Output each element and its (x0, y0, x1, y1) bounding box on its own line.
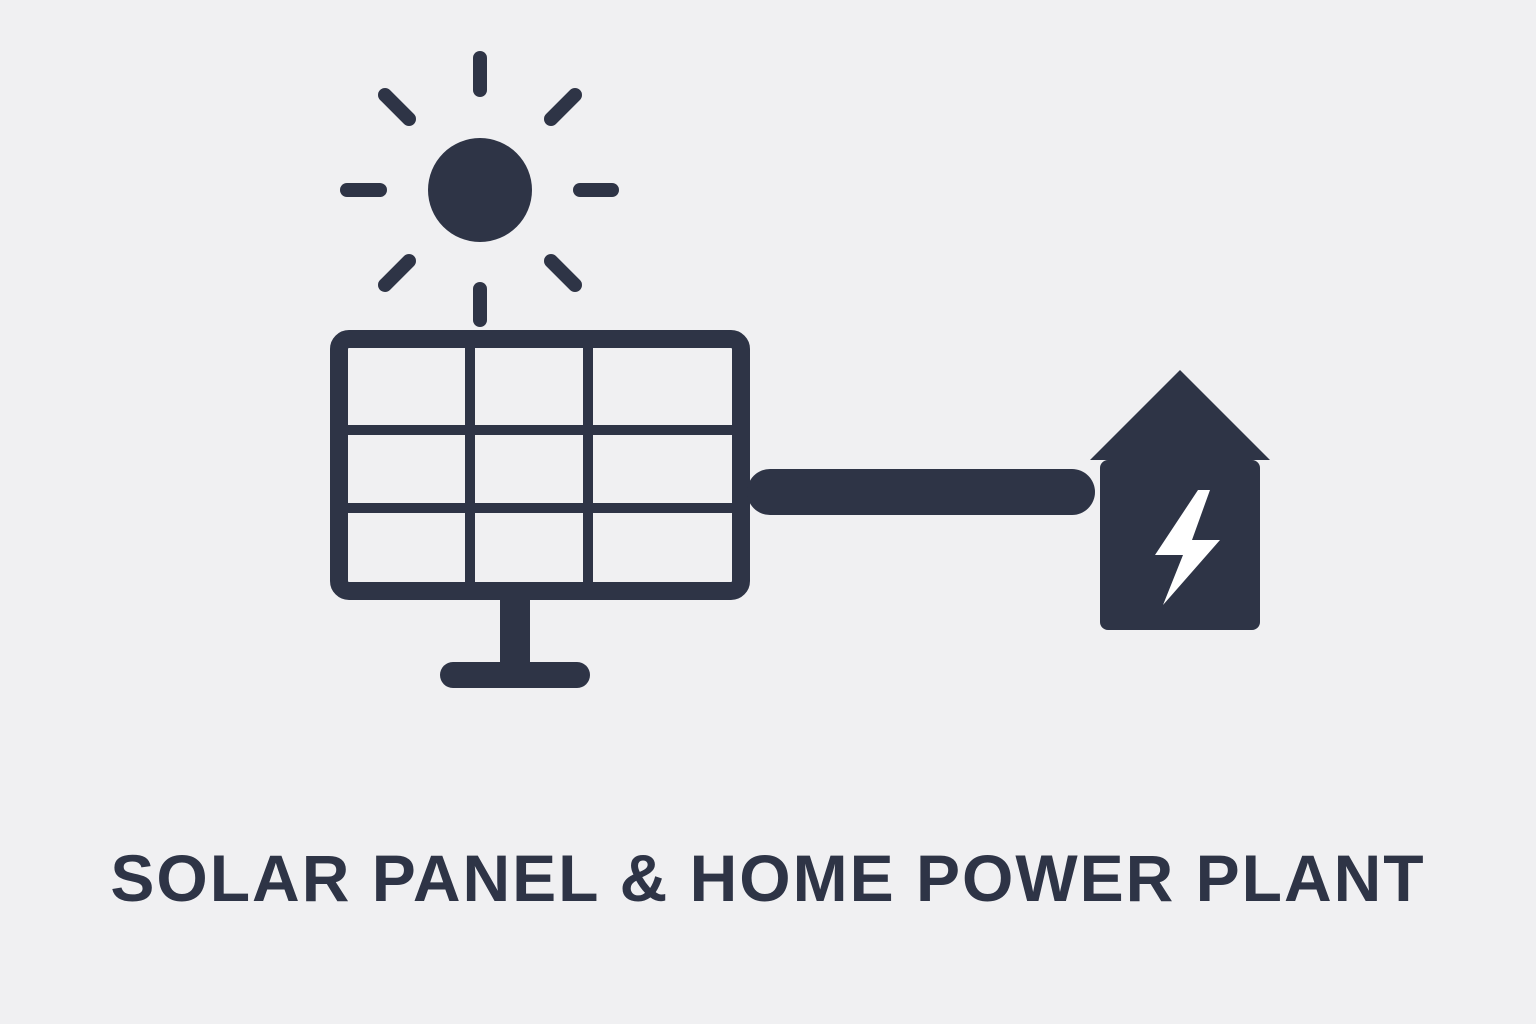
solar-panel-icon (330, 330, 750, 688)
lightning-bolt-icon (1155, 490, 1220, 605)
panel-grid (339, 339, 741, 591)
sun-ray-bottom-right (544, 254, 582, 292)
illustration-caption: SOLAR PANEL & HOME POWER PLANT (110, 841, 1426, 915)
sun-ray-bottom-left (378, 254, 416, 292)
sun-icon (340, 51, 619, 327)
panel-base (440, 662, 590, 688)
sun-ray-top-left (378, 88, 416, 126)
panel-pole (500, 598, 530, 664)
house-icon (1090, 370, 1270, 630)
sun-ray-top-right (544, 88, 582, 126)
panel-frame (330, 330, 750, 600)
sun-core (428, 138, 532, 242)
house-roof (1090, 370, 1270, 460)
